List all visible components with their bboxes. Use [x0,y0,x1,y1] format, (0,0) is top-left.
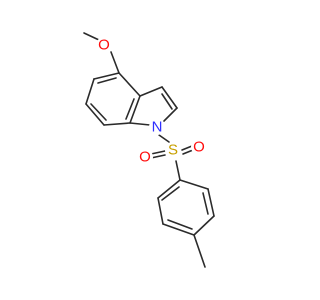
bond-inner-c5-c4 [97,77,117,84]
bond-c2-c3 [157,197,164,225]
bond-methyl-o [83,32,100,41]
bond-c6-c1 [179,179,209,190]
bond-c3a-c3 [139,86,163,97]
atom-oxygen-sulfonyl-right: O [191,139,207,156]
bond-c5-c6 [207,188,215,217]
bond-s-o-left-b [150,154,166,159]
bond-s-o-right-a [181,145,193,151]
bond-c3-c2 [161,86,178,109]
atom-oxygen-sulfonyl-left: O [137,149,153,166]
bond-c3a-c7a [129,95,141,124]
bond-inner-c3-c4 [167,219,193,230]
bond-c6-c5 [85,78,95,105]
atom-label-o-left: O [139,149,151,166]
atom-sulfur: S [165,142,181,159]
bond-inner-c3a-c7a [125,98,135,120]
atom-label-s: S [168,142,178,159]
molecule-diagram: O N S O O [83,32,215,268]
bond-inner-c1-c2 [161,186,180,201]
bond-inner-c3-c2 [161,93,173,110]
bond-c7-c6 [85,103,105,126]
bond-s-o-left-a [150,150,166,155]
bond-c4-c5 [193,215,215,236]
bond-c5-c4 [93,72,120,80]
structure-canvas: O N S O O [83,32,215,268]
bond-c4-c3a [118,72,141,97]
bond-inner-c7-c6 [90,103,107,121]
bond-s-o-right-b [182,149,194,155]
atom-label-o-methoxy: O [98,37,110,54]
bond-c2-n [163,107,178,122]
bond-c7a-c7 [103,122,131,126]
bond-c4-methyl [193,234,206,268]
atom-label-n: N [152,119,163,136]
bond-c1-c2 [157,179,181,199]
bond-n-c7a [129,122,151,126]
bond-inner-c5-c6 [202,192,209,215]
atom-nitrogen: N [149,119,165,136]
bond-s-c1 [175,160,181,181]
bond-n-s [158,134,170,143]
atom-oxygen-methoxy: O [96,37,112,54]
bond-c3-c4 [162,223,195,236]
atom-label-o-right: O [193,139,205,156]
bond-o-c4 [110,51,120,74]
